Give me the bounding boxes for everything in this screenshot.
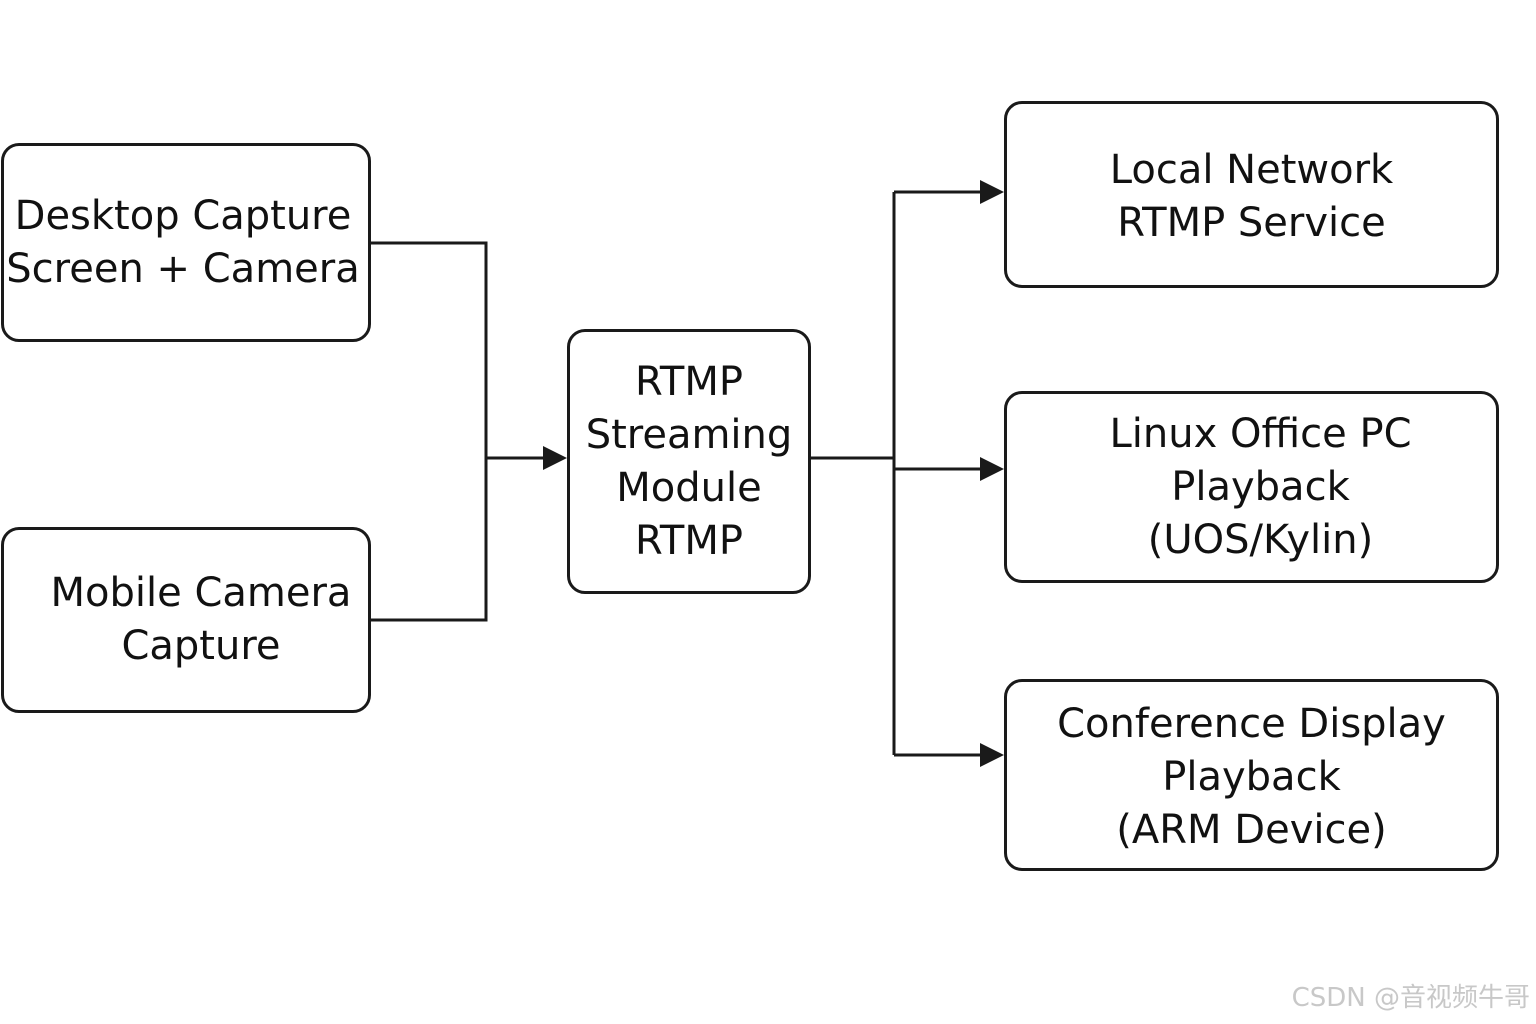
node-label: Mobile Camera Capture <box>21 567 352 673</box>
node-label: Local Network RTMP Service <box>1110 144 1393 250</box>
arrowhead-linux-office <box>980 457 1004 481</box>
node-label-line: Conference Display <box>1057 700 1446 747</box>
edge-mobile-to-module <box>371 458 488 622</box>
node-local-network-rtmp-service: Local Network RTMP Service <box>1004 101 1499 288</box>
node-mobile-capture: Mobile Camera Capture <box>1 527 371 713</box>
node-label-line: RTMP <box>635 358 743 405</box>
node-label-line: Module <box>616 464 762 511</box>
node-streaming-module: RTMP Streaming Module RTMP <box>567 329 811 594</box>
node-label-line: Screen + Camera <box>6 245 360 292</box>
node-label: Conference Display Playback (ARM Device) <box>1057 698 1446 857</box>
node-desktop-capture: Desktop Capture Screen + Camera <box>1 143 371 342</box>
node-label-line: Playback <box>1162 753 1341 800</box>
node-label-line: Playback <box>1171 463 1350 510</box>
node-label-line: (ARM Device) <box>1116 806 1387 853</box>
node-label-line: Mobile Camera <box>50 570 352 616</box>
node-label-line: RTMP <box>635 517 743 564</box>
node-label: RTMP Streaming Module RTMP <box>586 356 793 568</box>
node-label-line: Desktop Capture <box>14 192 352 239</box>
node-label-line: Streaming <box>585 411 793 458</box>
watermark-text: CSDN @音视频牛哥 <box>1291 983 1530 1013</box>
edge-desktop-to-module <box>371 241 488 458</box>
node-label-line: Linux Office PC <box>1109 410 1412 457</box>
node-linux-office-playback: Linux Office PC Playback (UOS/Kylin) <box>1004 391 1499 583</box>
arrowhead-into-module <box>543 446 567 470</box>
node-label-line: RTMP Service <box>1117 199 1386 246</box>
node-label-line: Local Network <box>1109 146 1394 193</box>
node-label-line: (UOS/Kylin) <box>1147 516 1374 563</box>
node-conference-display-playback: Conference Display Playback (ARM Device) <box>1004 679 1499 871</box>
arrowhead-local-network <box>980 180 1004 204</box>
arrowhead-conference-display <box>980 743 1004 767</box>
node-label: Desktop Capture Screen + Camera <box>6 190 365 296</box>
node-label-line: Capture <box>121 623 281 669</box>
node-label: Linux Office PC Playback (UOS/Kylin) <box>1091 408 1411 567</box>
